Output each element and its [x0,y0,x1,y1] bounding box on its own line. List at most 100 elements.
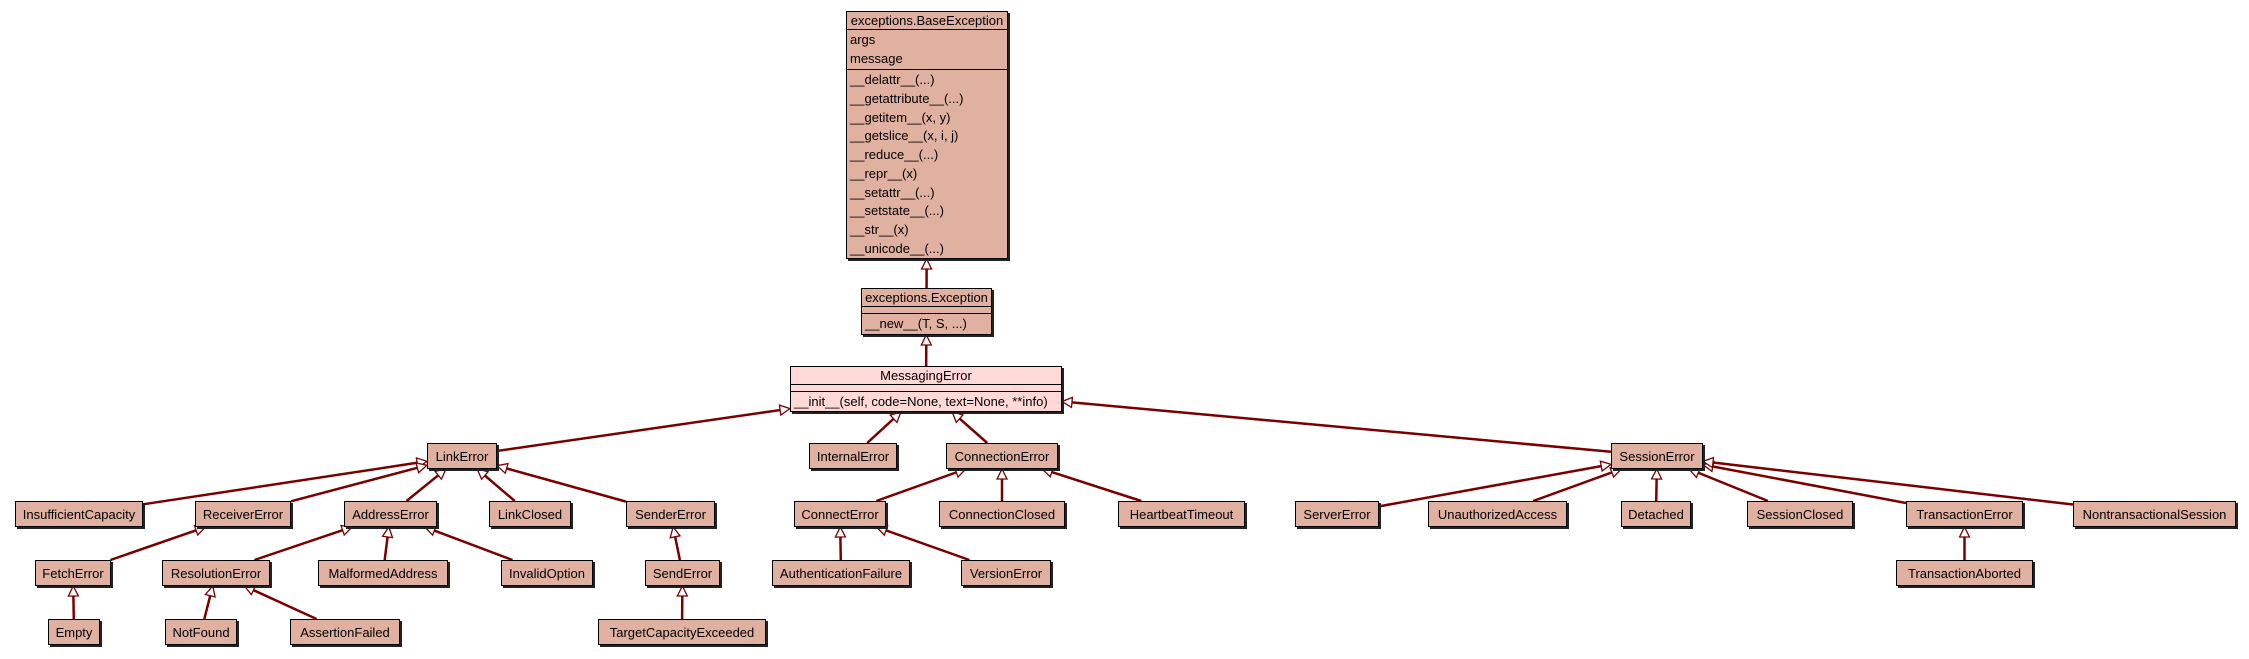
inheritance-arrowhead-linkerror [778,404,792,417]
class-box-nontransactionalsession[interactable]: NontransactionalSession [2073,501,2236,527]
attribute-section-exception [862,307,991,314]
inheritance-edge-senderror [673,536,682,561]
class-box-transactionaborted[interactable]: TransactionAborted [1896,560,2033,586]
class-box-assertionfailed[interactable]: AssertionFailed [290,619,400,645]
class-box-sendererror[interactable]: SenderError [626,501,715,527]
class-box-heartbeattimeout[interactable]: HeartbeatTimeout [1118,501,1245,527]
inheritance-edge-connectionerror [958,417,989,444]
class-label: Empty [55,624,93,640]
class-title-messagingerror: MessagingError [791,367,1061,385]
class-box-unauthorizedaccess[interactable]: UnauthorizedAccess [1428,501,1567,527]
inheritance-arrowhead-empty [67,584,80,597]
inheritance-arrowhead-internalerror [889,411,902,424]
method-row: __getitem__(x, y) [850,109,951,125]
class-label: MalformedAddress [328,565,438,581]
class-box-empty[interactable]: Empty [48,619,100,645]
class-label: ConnectionClosed [948,506,1056,522]
inheritance-edge-versionerror [885,529,970,562]
inheritance-arrowhead-notfound [204,584,216,598]
class-box-invalidoption[interactable]: InvalidOption [501,560,593,586]
class-box-targetcapacityexceeded[interactable]: TargetCapacityExceeded [598,619,766,645]
class-box-insufficientcapacity[interactable]: InsufficientCapacity [15,501,143,527]
class-label: ReceiverError [202,506,284,522]
inheritance-arrowhead-connecterror [953,466,968,479]
class-label: SendError [652,565,713,581]
class-box-exception[interactable]: exceptions.Exception __new__(T, S, ...) [861,288,992,335]
class-title-exception: exceptions.Exception [862,289,991,307]
class-box-transactionerror[interactable]: TransactionError [1906,501,2023,527]
class-box-baseexception[interactable]: exceptions.BaseException args message __… [846,11,1008,259]
class-label: TargetCapacityExceeded [609,624,755,640]
inheritance-arrowhead-assertionfailed [243,584,257,596]
class-box-linkclosed[interactable]: LinkClosed [489,501,571,527]
inheritance-arrowhead-exception [920,257,933,270]
class-label: TransactionError [1916,506,2013,522]
class-box-resolutionerror[interactable]: ResolutionError [162,560,270,586]
inheritance-arrowhead-senderror [669,525,682,539]
inheritance-arrowhead-sessionerror [1060,396,1074,409]
class-label: AuthenticationFailure [779,565,903,581]
inheritance-edge-notfound [203,595,212,620]
attribute-row: args [850,32,876,47]
class-label: ConnectionError [954,448,1050,464]
inheritance-edge-assertionfailed [252,589,318,621]
class-box-versionerror[interactable]: VersionError [961,560,1051,586]
inheritance-arrowhead-sendererror [495,462,509,475]
class-box-malformedaddress[interactable]: MalformedAddress [318,560,448,586]
method-row: __str__(x) [850,221,909,237]
method-row: __new__(T, S, ...) [865,316,967,331]
class-label: SenderError [635,506,706,522]
class-box-connectionerror[interactable]: ConnectionError [946,443,1058,469]
class-label: HeartbeatTimeout [1129,506,1234,522]
method-row: __reduce__(...) [850,147,939,163]
class-box-messagingerror[interactable]: MessagingError __init__(self, code=None,… [790,366,1062,412]
class-box-notfound[interactable]: NotFound [165,619,237,645]
inheritance-edge-sessionclosed [1697,471,1769,503]
class-label: Detached [1628,506,1684,522]
inheritance-arrowhead-connectionclosed [995,467,1009,480]
inheritance-edge-malformedaddress [383,536,389,561]
inheritance-arrowhead-receivererror [415,462,429,474]
class-box-receivererror[interactable]: ReceiverError [195,501,291,527]
class-label: AddressError [352,506,429,522]
method-row: __getattribute__(...) [850,91,964,107]
class-box-sessionerror[interactable]: SessionError [1611,443,1703,469]
inheritance-arrowhead-malformedaddress [381,525,394,539]
class-box-detached[interactable]: Detached [1621,501,1691,527]
attribute-section-baseexception: args message [847,30,1007,71]
inheritance-arrowhead-invalidoption [423,525,438,537]
inheritance-arrowhead-unauthorizedaccess [1609,466,1623,479]
method-row: __unicode__(...) [850,240,944,256]
inheritance-arrowhead-versionerror [875,524,889,537]
class-box-fetcherror[interactable]: FetchError [35,560,111,586]
inheritance-edge-receivererror [290,466,418,503]
inheritance-edge-transactionerror [1712,465,1907,505]
class-box-connectionclosed[interactable]: ConnectionClosed [939,501,1065,527]
class-label: ServerError [1303,506,1371,522]
class-box-servererror[interactable]: ServerError [1295,501,1379,527]
class-label: ResolutionError [170,565,262,581]
class-box-linkerror[interactable]: LinkError [427,443,497,469]
method-row: __delattr__(...) [850,72,935,88]
class-box-authenticationfailure[interactable]: AuthenticationFailure [772,560,910,586]
method-row: __init__(self, code=None, text=None, **i… [794,394,1048,409]
class-label: SessionError [1619,448,1695,464]
inheritance-arrowhead-fetcherror [193,524,207,537]
class-box-addresserror[interactable]: AddressError [344,501,437,527]
class-box-internalerror[interactable]: InternalError [809,443,897,469]
class-box-connecterror[interactable]: ConnectError [794,501,886,527]
class-label: FetchError [42,565,104,581]
method-row: __setstate__(...) [850,203,944,219]
class-title-baseexception: exceptions.BaseException [847,12,1007,30]
method-row: __setattr__(...) [850,184,935,200]
inheritance-edge-heartbeattimeout [1051,470,1142,503]
method-section-baseexception: __delattr__(...) __getattribute__(...) _… [847,70,1007,259]
inheritance-arrowhead-nontransactionalsession [1701,456,1715,469]
class-box-sessionclosed[interactable]: SessionClosed [1747,501,1853,527]
inheritance-arrowhead-addresserror [433,468,448,481]
class-label: SessionClosed [1756,506,1844,522]
class-box-senderror[interactable]: SendError [645,560,720,586]
class-label: NotFound [172,624,230,640]
class-label: TransactionAborted [1908,565,2021,581]
